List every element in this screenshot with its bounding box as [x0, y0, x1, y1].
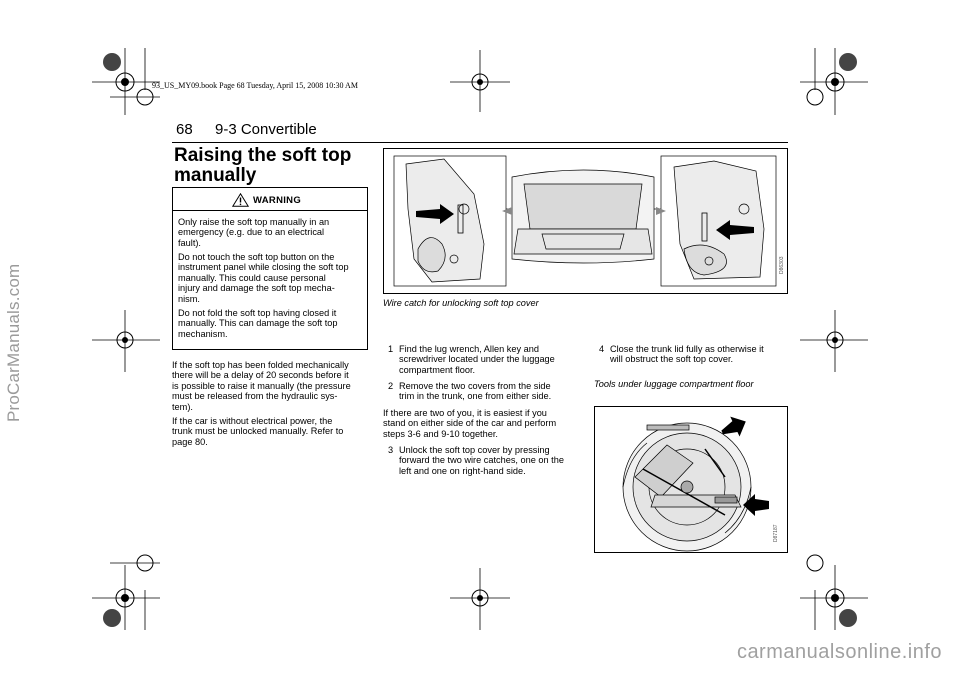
warning-paragraph: Do not fold the soft top having closed i…	[178, 308, 366, 339]
wire-catch-illustration: D86303	[383, 148, 788, 294]
warning-paragraph: Do not touch the soft top button on the …	[178, 252, 366, 304]
text-line: Do not fold the soft top having closed i…	[178, 308, 337, 318]
print-header: 93_US_MY09.book Page 68 Tuesday, April 1…	[152, 81, 358, 90]
text-line: injury and damage the soft top mecha-	[178, 283, 335, 294]
section-title: Raising the soft top manually	[174, 146, 374, 186]
body-paragraph: If the soft top has been folded mechanic…	[172, 360, 372, 412]
body-paragraph: If the car is without electrical power, …	[172, 416, 372, 447]
body-paragraph: If there are two of you, it is easiest i…	[383, 408, 585, 439]
warning-label: WARNING	[253, 195, 302, 206]
text-line: If the soft top has been folded mechanic…	[172, 360, 349, 370]
text-line: forward the two wire catches, one on the	[399, 455, 564, 466]
text-line: steps 3-6 and 9-10 together.	[383, 428, 498, 439]
step-item: 3 Unlock the soft top cover by pressing …	[383, 445, 585, 479]
text-line: manually. This can damage the soft top	[178, 318, 338, 329]
figure-code: D87187	[773, 524, 779, 542]
text-line: page 80.	[172, 436, 208, 447]
text-line: mechanism.	[178, 328, 228, 339]
text-line: Unlock the soft top cover by pressing	[399, 445, 550, 455]
text-line: nism.	[178, 293, 200, 304]
text-line: trunk must be unlocked manually. Refer t…	[172, 426, 344, 437]
header-rule	[172, 142, 788, 143]
step-number: 4	[599, 344, 605, 354]
page-number: 68	[176, 121, 193, 138]
step-number: 2	[388, 381, 394, 391]
text-line: manually. This could cause personal	[178, 272, 326, 283]
step-item: 1 Find the lug wrench, Allen key and scr…	[383, 344, 583, 378]
text-line: left and one on right-hand side.	[399, 465, 526, 476]
text-line: instrument panel while closing the soft …	[178, 262, 349, 273]
figure-caption: Tools under luggage compartment floor	[594, 379, 754, 389]
figure-caption: Wire catch for unlocking soft top cover	[383, 298, 539, 308]
warning-header: WARNING	[173, 188, 367, 211]
step-text: Find the lug wrench, Allen key and screw…	[399, 344, 585, 375]
text-line: trim in the trunk, one from either side.	[399, 391, 552, 402]
text-line: is possible to raise it manually (the pr…	[172, 380, 351, 391]
step-text: Remove the two covers from the side trim…	[399, 381, 585, 402]
step-text: Close the trunk lid fully as otherwise i…	[610, 344, 790, 365]
step-item: 2 Remove the two covers from the side tr…	[383, 381, 583, 403]
footer-watermark: carmanualsonline.info	[736, 641, 942, 663]
section-title-line: Raising the soft top	[174, 145, 352, 166]
text-line: compartment floor.	[399, 364, 476, 375]
step-text: Unlock the soft top cover by pressing fo…	[399, 445, 587, 476]
warning-paragraph: Only raise the soft top manually in an e…	[178, 217, 366, 248]
text-line: Remove the two covers from the side	[399, 381, 551, 391]
text-line: stand on either side of the car and perf…	[383, 418, 557, 429]
text-line: must be released from the hydraulic sys-	[172, 391, 338, 402]
tools-illustration: D87187	[594, 406, 788, 553]
text-line: there will be a delay of 20 seconds befo…	[172, 370, 349, 381]
warning-triangle-icon	[232, 193, 249, 207]
text-line: Do not touch the soft top button on the	[178, 252, 335, 262]
tools-drawing	[622, 416, 769, 552]
step-number: 1	[388, 344, 394, 354]
warning-box: WARNING Only raise the soft top manually…	[172, 187, 368, 350]
text-line: screwdriver located under the luggage	[399, 354, 555, 365]
text-line: If the car is without electrical power, …	[172, 416, 333, 426]
running-head: 9-3 Convertible	[215, 121, 317, 138]
step-item: 4 Close the trunk lid fully as otherwise…	[594, 344, 790, 366]
side-watermark: ProCarManuals.com	[4, 263, 23, 422]
text-line: tem).	[172, 401, 193, 412]
section-title-line: manually	[174, 165, 257, 186]
wire-catch-drawing	[393, 155, 777, 287]
text-line: emergency (e.g. due to an electrical	[178, 227, 325, 238]
text-line: Only raise the soft top manually in an	[178, 217, 330, 227]
figure-code: D86303	[779, 256, 785, 274]
step-number: 3	[388, 445, 394, 455]
text-line: Close the trunk lid fully as otherwise i…	[610, 344, 764, 354]
text-line: If there are two of you, it is easiest i…	[383, 408, 547, 418]
text-line: will obstruct the soft top cover.	[610, 354, 734, 365]
text-line: Find the lug wrench, Allen key and	[399, 344, 539, 354]
text-line: fault).	[178, 237, 201, 248]
